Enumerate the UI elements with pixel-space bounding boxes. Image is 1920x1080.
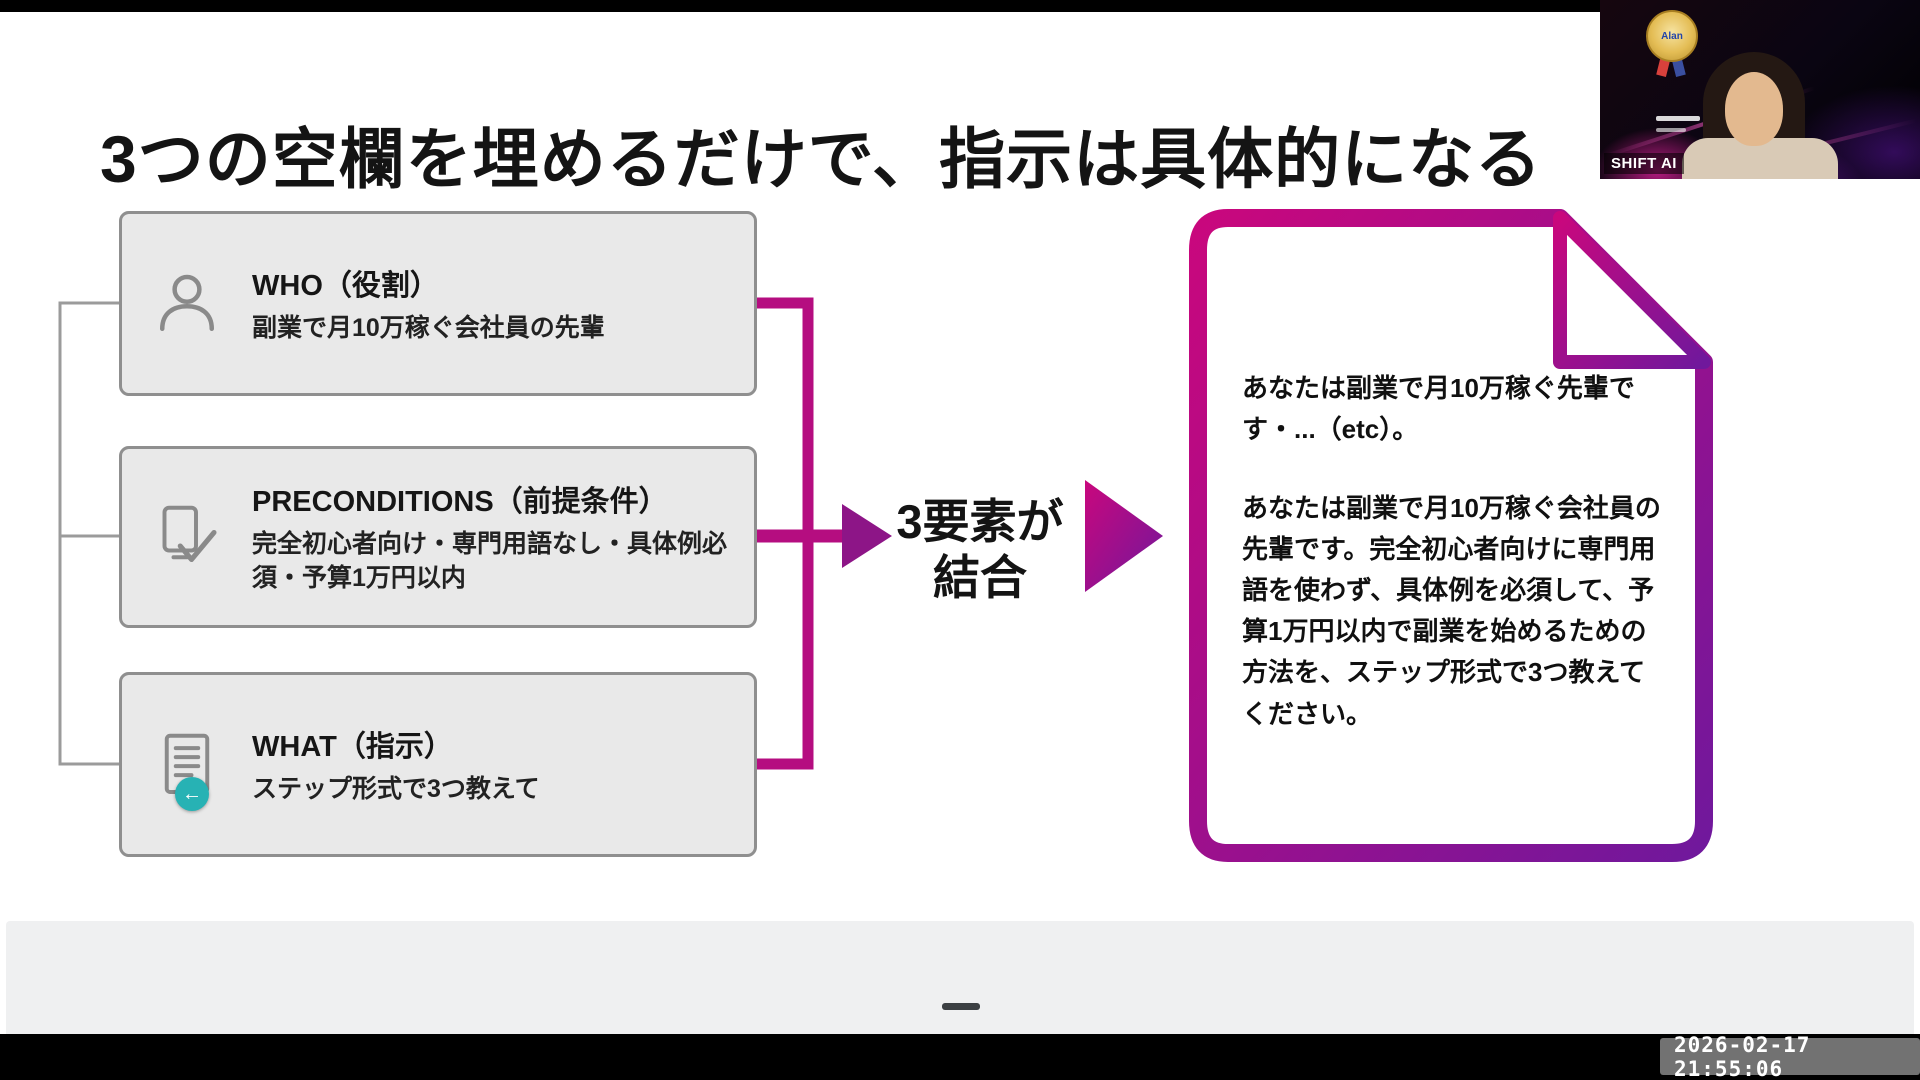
left-bracket-connector [58, 301, 120, 766]
info-box-preconditions: PRECONDITIONS（前提条件） 完全初心者向け・専門用語なし・具体例必須… [119, 446, 757, 628]
box-label: WHO（役割） [252, 269, 439, 302]
prompt-text: あなたは副業で月10万稼ぐ先輩です・...（etc）。 あなたは副業で月10万稼… [1242, 368, 1662, 773]
annotation-arrow-cursor: ← [175, 777, 209, 811]
merge-label-line2: 結合 [933, 551, 1027, 605]
timestamp-badge: 2026-02-17 21:55:06 [1660, 1033, 1920, 1080]
merge-label: 3要素が 結合 [880, 494, 1080, 607]
prompt-paragraph-2: あなたは副業で月10万稼ぐ会社員の先輩です。完全初心者向けに専門用語を使わず、具… [1242, 493, 1661, 729]
presenter-face [1725, 72, 1783, 146]
badge-label: Alan [1661, 30, 1683, 42]
box-label: PRECONDITIONS（前提条件） [252, 486, 668, 519]
top-letterbox [0, 0, 1920, 12]
box-label: WHAT（指示） [252, 730, 453, 763]
merge-label-line1: 3要素が [896, 495, 1064, 548]
slide-title: 3つの空欄を埋めるだけで、指示は具体的になる [100, 122, 1543, 197]
prompt-document: あなたは副業で月10万稼ぐ先輩です・...（etc）。 あなたは副業で月10万稼… [1188, 208, 1714, 863]
documents-check-icon [148, 501, 226, 573]
info-box-who: WHO（役割） 副業で月10万稼ぐ会社員の先輩 [119, 211, 757, 396]
merge-arrow-icon [842, 504, 892, 568]
box-desc: ステップ形式で3つ教えて [252, 774, 540, 803]
person-icon [148, 268, 226, 340]
box-desc: 完全初心者向け・専門用語なし・具体例必須・予算1万円以内 [252, 530, 728, 592]
box-desc: 副業で月10万稼ぐ会社員の先輩 [252, 313, 605, 342]
flow-arrow-icon [1085, 480, 1163, 592]
info-box-what: WHAT（指示） ステップ形式で3つ教えて [119, 672, 757, 857]
prompt-paragraph-1: あなたは副業で月10万稼ぐ先輩です・...（etc）。 [1242, 373, 1635, 445]
merge-connector [757, 297, 892, 770]
brand-label: SHIFT AI [1604, 153, 1684, 174]
webcam-panel[interactable]: Alan SHIFT AI [1600, 0, 1920, 179]
document-fold-icon [1553, 211, 1711, 369]
tray-handle[interactable] [942, 1003, 980, 1010]
document-outline-icon [1189, 209, 1713, 862]
name-tag-line [1656, 128, 1686, 132]
name-tag-line [1656, 116, 1700, 121]
arrow-left-icon: ← [182, 782, 202, 805]
bottom-tray [6, 921, 1914, 1034]
award-badge-icon: Alan [1646, 10, 1698, 62]
bottom-letterbox [0, 1034, 1920, 1080]
